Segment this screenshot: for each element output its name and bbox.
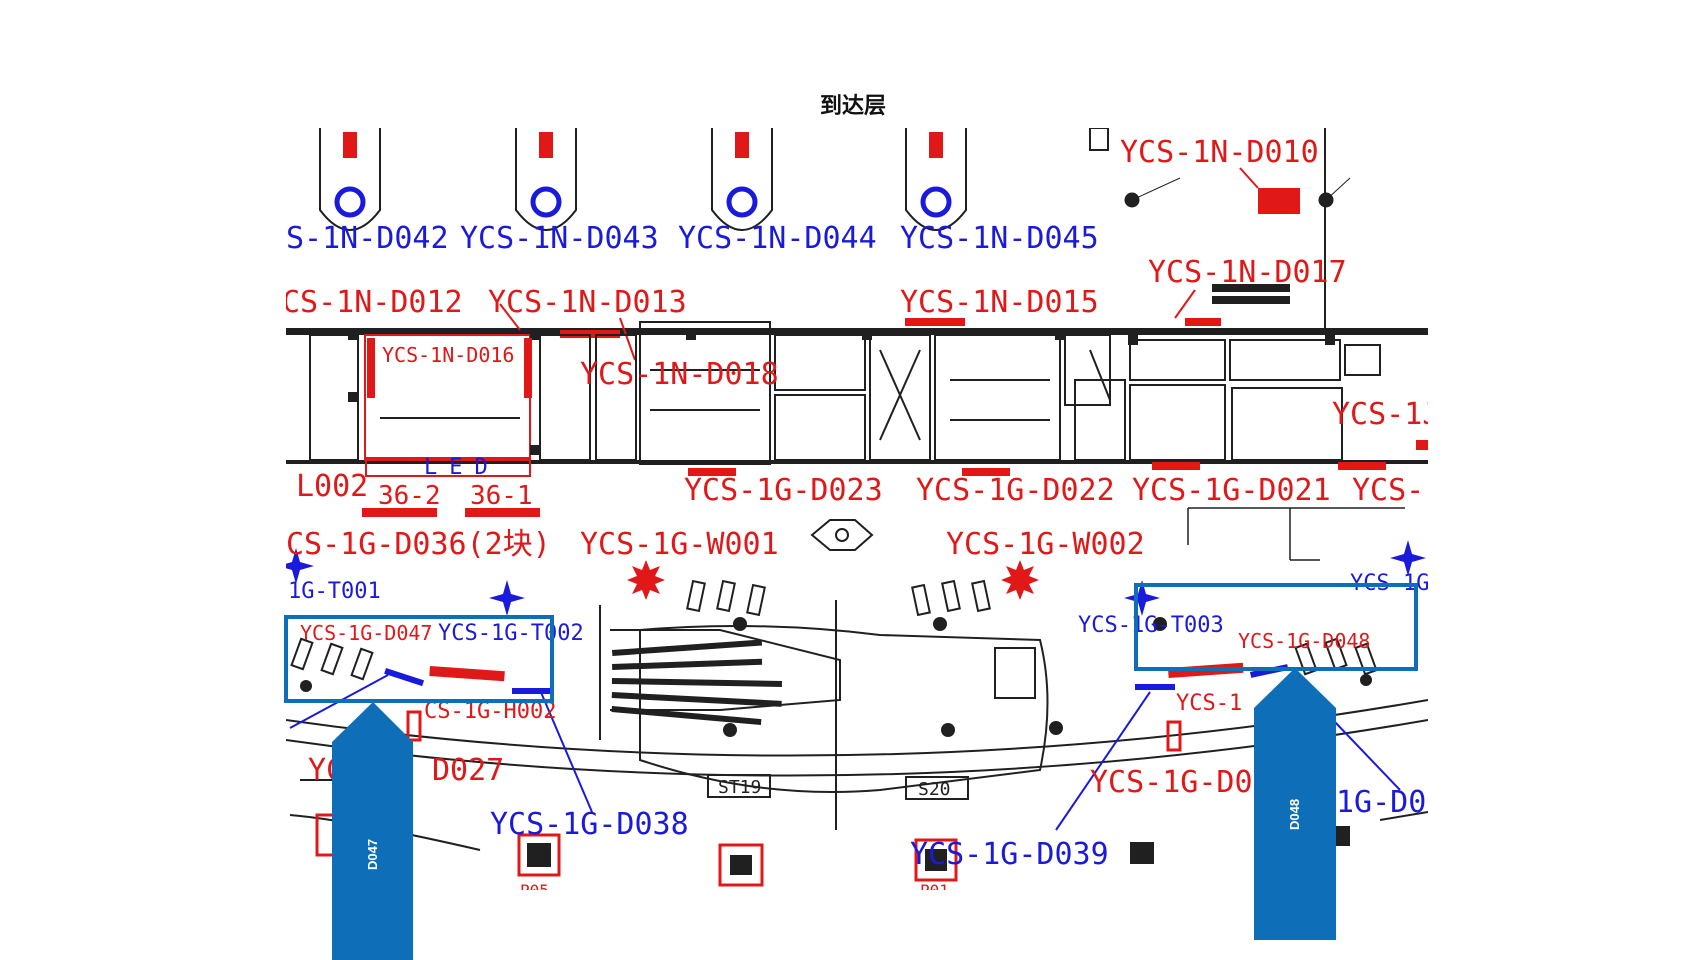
label-s20: S20 [918, 779, 951, 800]
sign-d010 [1258, 188, 1300, 214]
bridge-sign-3 [735, 132, 749, 158]
bridge-camera-2 [530, 186, 562, 218]
bridge-sign-4 [929, 132, 943, 158]
blue-markers [286, 540, 1426, 616]
label-1gd0: 1G-D0 [1336, 785, 1426, 820]
escalators [611, 639, 782, 726]
plan-drawing: YCS-1N-D010 YCS-1N-D017 CS-1N-D012 YCS-1… [282, 128, 1440, 900]
label-d043: YCS-1N-D043 [460, 221, 659, 256]
label-d045: YCS-1N-D045 [900, 221, 1099, 256]
label-d027: D027 [432, 753, 504, 788]
label-g023: YCS-1G-D023 [684, 473, 883, 508]
label-d015: YCS-1N-D015 [900, 285, 1099, 320]
label-g047: YCS-1G-D047 [300, 621, 432, 645]
led-screen [362, 457, 540, 517]
bridge-camera-1 [334, 186, 366, 218]
label-ycs1: YCS-1 [1176, 691, 1242, 716]
north-wall [286, 303, 1428, 464]
label-d012: CS-1N-D012 [282, 285, 463, 320]
bridge-signs [334, 132, 952, 218]
label-led: LED [424, 455, 500, 480]
escalator-hall [599, 600, 1049, 830]
bridge-3 [711, 128, 773, 231]
red-sensors [627, 560, 1039, 600]
slide-title: 到达层 [819, 94, 886, 119]
w001-sensor [627, 560, 665, 600]
boarding-bridges [319, 128, 967, 231]
bottom-markers [315, 813, 1350, 887]
arrow-d048 [1254, 668, 1336, 940]
label-d017: YCS-1N-D017 [1148, 255, 1347, 290]
top-right-structure [1089, 128, 1351, 330]
facade-columns [300, 617, 1372, 737]
arrow-d047 [332, 702, 413, 960]
label-g048: YCS-1G-D048 [1238, 629, 1370, 653]
callout-d047: D047 [332, 702, 413, 960]
label-t002: YCS-1G-T002 [438, 621, 584, 646]
bridge-camera-4 [920, 186, 952, 218]
label-t003: YCS-1G-T003 [1078, 613, 1224, 638]
bridge-sign-2 [539, 132, 553, 158]
right-area [1187, 507, 1405, 561]
label-h002: CS-1G-H002 [424, 699, 556, 724]
labels-plates: ST19 S20 [718, 777, 951, 800]
label-t001: 1G-T001 [288, 579, 381, 604]
info-pod [810, 519, 874, 551]
highlight-box-d048 [1134, 583, 1418, 671]
label-g036: CS-1G-D036(2块) [286, 527, 551, 562]
label-g021: YCS-1G-D021 [1132, 473, 1331, 508]
bridge-1 [319, 128, 381, 231]
bridge-sign-1 [343, 132, 357, 158]
label-g039: YCS-1G-D039 [910, 837, 1109, 872]
callout-d047-label: D047 [365, 839, 380, 870]
label-d016: YCS-1N-D016 [382, 343, 514, 367]
labels-red: YCS-1N-D010 YCS-1N-D017 CS-1N-D012 YCS-1… [282, 135, 1440, 900]
w002-sensor [1001, 560, 1039, 600]
label-d042: S-1N-D042 [286, 221, 449, 256]
label-36-1: 36-1 [470, 481, 533, 511]
label-g022: YCS-1G-D022 [916, 473, 1115, 508]
label-st19: ST19 [718, 777, 761, 798]
t003-marker [1124, 580, 1160, 616]
label-p05: P05 [520, 881, 549, 900]
label-ycs1j: YCS-1J [1332, 397, 1440, 432]
gate-plates [707, 774, 969, 800]
label-d010: YCS-1N-D010 [1120, 135, 1319, 170]
label-36-2: 36-2 [378, 481, 441, 511]
bridge-2 [515, 128, 577, 231]
t001-marker [286, 548, 314, 584]
room-columns [348, 330, 1335, 455]
labels-blue: S-1N-D042 YCS-1N-D043 YCS-1N-D044 YCS-1N… [286, 221, 1428, 872]
label-gycs: YCS- [1352, 473, 1424, 508]
highlight-box-d047 [284, 615, 554, 703]
bridge-camera-3 [726, 186, 758, 218]
label-w002: YCS-1G-W002 [946, 527, 1145, 562]
callout-d048-label: D048 [1287, 799, 1302, 830]
callout-d048: D048 [1254, 668, 1336, 940]
label-d044: YCS-1N-D044 [678, 221, 877, 256]
label-d013: YCS-1N-D013 [488, 285, 687, 320]
t002-marker [489, 580, 525, 616]
label-g038: YCS-1G-D038 [490, 807, 689, 842]
label-p01: P01 [920, 881, 949, 900]
callout-boxes [284, 583, 1418, 703]
bridge-4 [905, 128, 967, 231]
label-l002: L002 [296, 469, 368, 504]
t004-marker [1390, 540, 1426, 576]
label-gd0: YCS-1G-D0 [1090, 765, 1253, 800]
room-signs [367, 338, 1428, 476]
label-d018: YCS-1N-D018 [580, 357, 779, 392]
label-w001: YCS-1G-W001 [580, 527, 779, 562]
